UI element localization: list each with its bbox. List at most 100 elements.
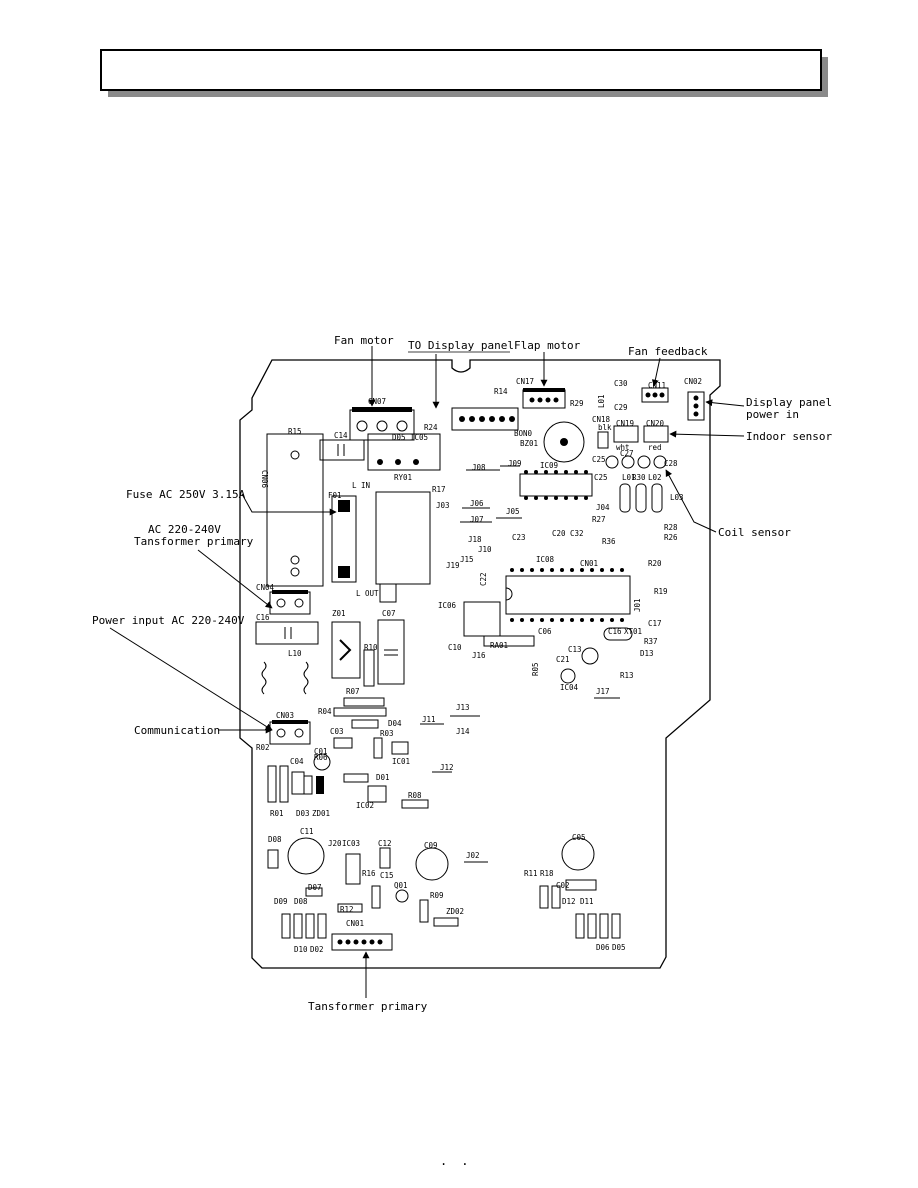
component-label-j09: J09: [508, 459, 522, 468]
component-label-d12: D12: [562, 897, 576, 906]
component-label-r14: R14: [494, 387, 508, 396]
connector-cn02: [687, 391, 705, 421]
component-label-c22: C22: [479, 572, 488, 586]
component-label-r10: R10: [364, 643, 378, 652]
component-label-j17: J17: [596, 687, 610, 696]
callout-to-display-panel: TO Display panel: [408, 339, 514, 352]
callout-display-panel-power-2: power in: [746, 408, 799, 421]
component-label-l10: L10: [288, 649, 302, 658]
component-label-j12: J12: [440, 763, 454, 772]
connector-cn11: [641, 387, 669, 403]
component-label-j10: J10: [478, 545, 492, 554]
component-label-z01: Z01: [332, 609, 346, 618]
callout-fan-motor: Fan motor: [334, 334, 394, 347]
component-label-d08a: D08: [268, 835, 282, 844]
component-label-c09: C09: [424, 841, 438, 850]
component-label-ic05: IC05: [410, 433, 428, 442]
component-label-j18: J18: [468, 535, 482, 544]
component-label-r15: R15: [288, 427, 302, 436]
component-label-c23: C23: [512, 533, 526, 542]
connector-cn07: [349, 407, 415, 441]
component-label-j19: J19: [446, 561, 460, 570]
component-label-bon0: BON0: [514, 429, 533, 438]
component-label-ic08: IC08: [536, 555, 555, 564]
component-label-j15: J15: [460, 555, 474, 564]
component-label-wht: wht: [616, 443, 630, 452]
component-label-cn11: CN11: [648, 381, 666, 390]
component-label-j04: J04: [596, 503, 610, 512]
callout-ac-transformer-1: AC 220-240V: [148, 523, 221, 536]
component-label-d10: D10: [294, 945, 308, 954]
component-label-c32: C32: [570, 529, 584, 538]
component-label-d06: D06: [596, 943, 610, 952]
resistor-array-ra01: [483, 635, 535, 647]
component-label-cn20: CN20: [646, 419, 665, 428]
component-label-j14: J14: [456, 727, 470, 736]
component-label-r07: R07: [346, 687, 360, 696]
inductor-l10: [261, 661, 309, 695]
component-label-l03: L03: [670, 493, 684, 502]
component-label-ra01: RA01: [490, 641, 508, 650]
component-label-ic03: IC03: [342, 839, 360, 848]
callout-transformer-primary-bottom: Tansformer primary: [308, 1000, 428, 1013]
component-label-blk: blk: [598, 423, 612, 432]
connector-cn03: [269, 720, 311, 745]
component-label-cn04: CN04: [256, 583, 275, 592]
component-label-c16: C16: [256, 613, 270, 622]
component-label-q01: Q01: [394, 881, 408, 890]
component-label-r29: R29: [570, 399, 584, 408]
ic04: [560, 668, 576, 684]
fuse-holder-f01: [331, 495, 357, 583]
component-label-j05: J05: [506, 507, 520, 516]
component-label-r06: R06: [314, 753, 328, 762]
component-label-j11: J11: [422, 715, 436, 724]
component-label-lout: L OUT: [356, 589, 379, 598]
component-label-c13: C13: [568, 645, 582, 654]
component-label-j08: J08: [472, 463, 486, 472]
component-label-cn18: CN18: [592, 415, 611, 424]
component-label-j16: J16: [472, 651, 486, 660]
component-label-ic06: IC06: [438, 601, 457, 610]
capacitor-c13: [581, 647, 599, 665]
component-label-cn19: CN19: [616, 419, 634, 428]
component-label-ic02: IC02: [356, 801, 374, 810]
buzzer-bz01: [543, 421, 585, 463]
component-label-r30: R30: [632, 473, 646, 482]
callout-display-panel-power-1: Display panel: [746, 396, 832, 409]
component-label-zd02: ZD02: [446, 907, 464, 916]
connector-cn17: [451, 407, 519, 431]
relay-ry01: [367, 433, 441, 471]
component-label-f01: F01: [328, 491, 342, 500]
component-label-c07: C07: [382, 609, 396, 618]
component-label-l02: L02: [648, 473, 662, 482]
component-label-r16: R16: [362, 869, 376, 878]
component-label-r37: R37: [644, 637, 658, 646]
callout-power-input: Power input AC 220-240V: [92, 614, 245, 627]
component-label-r26: R26: [664, 533, 678, 542]
ic09: [519, 470, 593, 500]
component-label-r08: R08: [408, 791, 422, 800]
component-label-c25b: C25: [594, 473, 608, 482]
component-label-d13: D13: [640, 649, 654, 658]
component-label-c03: C03: [330, 727, 344, 736]
component-label-c05: C05: [572, 833, 586, 842]
component-label-c04: C04: [290, 757, 304, 766]
callout-coil-sensor: Coil sensor: [718, 526, 791, 539]
component-label-c02: C02: [556, 881, 570, 890]
callout-fan-feedback: Fan feedback: [628, 345, 708, 358]
component-label-c17: C17: [648, 619, 662, 628]
component-label-r27: R27: [592, 515, 606, 524]
component-label-d04: D04: [388, 719, 402, 728]
component-label-c01: C01: [314, 747, 328, 756]
component-label-cn03: CN03: [276, 711, 294, 720]
title-box: [100, 49, 822, 91]
component-label-cn01b: CN01: [346, 919, 364, 928]
capacitor-c14: [319, 439, 365, 461]
ic06: [463, 601, 501, 637]
component-label-lin: L IN: [352, 481, 370, 490]
resistor-r07-r04: [333, 697, 387, 729]
component-label-c29: C29: [614, 403, 628, 412]
component-label-r18: R18: [540, 869, 554, 878]
component-label-xt01: XT01: [624, 627, 642, 636]
